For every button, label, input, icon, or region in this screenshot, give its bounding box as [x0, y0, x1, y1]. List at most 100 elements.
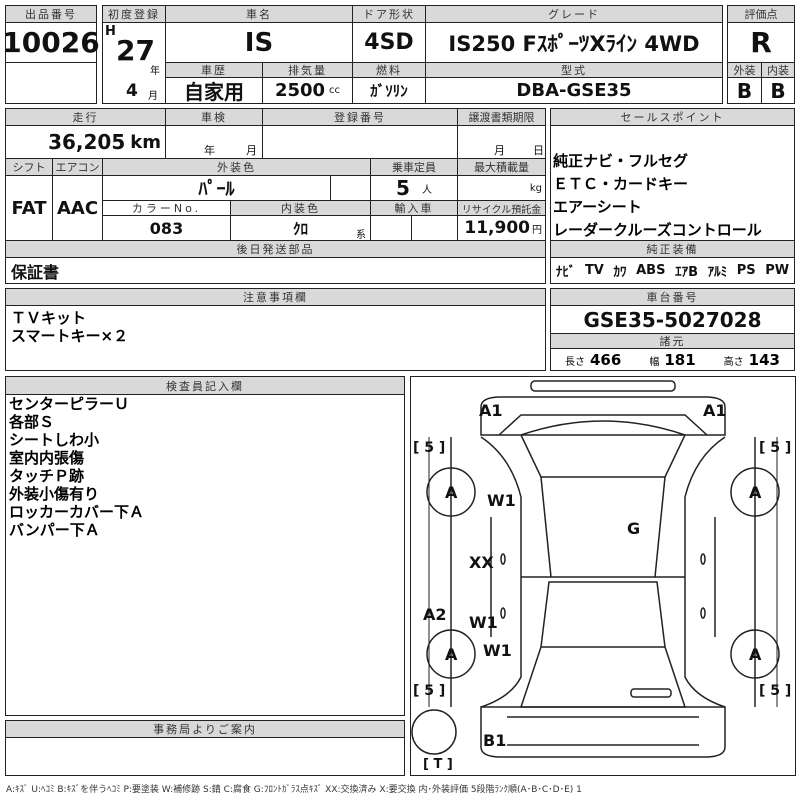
interior-cell: ｸﾛ系: [230, 215, 371, 241]
len-label: 長さ: [565, 356, 585, 368]
ins-month: 月: [246, 144, 257, 157]
ac-label: エアコン: [52, 158, 103, 176]
sales-point: レーダークルーズコントロール: [553, 221, 762, 239]
mark-a2: A2: [423, 605, 447, 624]
grade: IS250 FｽﾎﾟｰﾂXﾗｲﾝ 4WD: [425, 22, 723, 63]
equip-item: PW: [765, 263, 790, 278]
mark-xx: XX: [469, 553, 494, 572]
fuel-label: 燃料: [352, 62, 426, 78]
length: 466: [590, 350, 622, 369]
import-cell-1: [370, 215, 412, 241]
hgt-label: 高さ: [723, 356, 744, 368]
disp-label: 排気量: [262, 62, 353, 78]
door-type: 4SD: [352, 22, 426, 63]
wid-label: 幅: [649, 356, 660, 368]
reg-year: 27: [116, 34, 155, 67]
month-unit: 月: [148, 91, 158, 102]
equip-item: ｴｱB: [675, 265, 699, 280]
color-no: 083: [102, 215, 231, 241]
color-blank: [330, 175, 371, 201]
mileage-unit: km: [130, 131, 161, 153]
lot-number: 10026: [2, 22, 100, 63]
mark-a1-right: A1: [703, 401, 727, 420]
sales-point: ＥＴＣ・カードキー: [553, 175, 689, 193]
ext-label: 外装: [727, 62, 762, 78]
first-reg-label: 初度登録: [102, 5, 166, 23]
interior-label: 内装色: [230, 200, 371, 216]
equipment-label: 純正装備: [550, 240, 795, 258]
tr-day: 日: [533, 144, 544, 157]
transfer-label: 譲渡書類期限: [457, 108, 546, 126]
mileage-label: 走行: [5, 108, 166, 126]
mark-5-front-left: [ 5 ]: [413, 440, 446, 456]
year-unit: 年: [150, 66, 160, 77]
later-parts-label: 後日発送部品: [5, 240, 546, 258]
shift: FAT: [5, 175, 53, 241]
reg-number: [262, 125, 458, 159]
transfer-cell: 月日: [457, 125, 546, 159]
color-label: 外装色: [102, 158, 371, 176]
notes: ＴＶキット スマートキー×２: [5, 305, 546, 371]
mark-a-rear-right-wheel: A: [749, 645, 762, 664]
load-cell: kg: [457, 175, 546, 201]
mark-w1-rear: W1: [483, 641, 512, 660]
era: H: [105, 24, 116, 39]
inspector-item: 室内内張傷: [9, 449, 85, 467]
displacement: 2500: [274, 80, 326, 101]
exterior-color: ﾊﾟｰﾙ: [102, 175, 331, 201]
history: 自家用: [165, 77, 263, 104]
mark-5-rear-left: [ 5 ]: [413, 683, 446, 699]
inspector-item: タッチＰ跡: [9, 467, 85, 485]
mark-a-front-left-wheel: A: [445, 483, 458, 502]
mark-a1-left: A1: [479, 401, 503, 420]
color-no-label: カラーNo.: [102, 200, 231, 216]
recycle-fee: 11,900: [464, 218, 530, 238]
mark-5-front-right: [ 5 ]: [759, 440, 792, 456]
chassis-label: 車台番号: [550, 288, 795, 306]
grade-label: グレード: [425, 5, 723, 23]
name-label: 車名: [165, 5, 353, 23]
tr-month: 月: [494, 144, 505, 157]
load-label: 最大積載量: [457, 158, 546, 176]
door-label: ドア形状: [352, 5, 426, 23]
note-item: スマートキー×２: [11, 327, 129, 345]
inspector-item: 外装小傷有り: [9, 485, 100, 503]
reg-label: 登録番号: [262, 108, 458, 126]
recycle-unit: 円: [532, 224, 542, 236]
seats: 5: [396, 176, 410, 200]
fuel: ｶﾞｿﾘﾝ: [352, 77, 426, 104]
shift-label: シフト: [5, 158, 53, 176]
equip-item: ABS: [636, 263, 666, 278]
equip-item: ﾅﾋﾞ: [555, 265, 576, 280]
mark-a-front-right-wheel: A: [749, 483, 762, 502]
lot-label: 出品番号: [5, 5, 97, 23]
load-unit: kg: [529, 182, 542, 194]
sales-points: 純正ナビ・フルセグ ＥＴＣ・カードキー エアーシート レーダークルーズコントロー…: [550, 125, 795, 241]
inspector-item: シートしわ小: [9, 431, 100, 449]
seats-unit: 人: [421, 184, 432, 196]
mark-g-glass: G: [627, 519, 641, 538]
inspector-item: 各部Ｓ: [9, 413, 55, 431]
int-label: 内装: [761, 62, 795, 78]
note-item: ＴＶキット: [11, 309, 87, 327]
chassis-number: GSE35-5027028: [550, 305, 795, 334]
equip-item: ｶﾜ: [613, 265, 627, 280]
ext-grade: B: [727, 77, 762, 104]
score: R: [727, 22, 795, 63]
int-grade: B: [761, 77, 795, 104]
spec-label: 諸元: [550, 333, 795, 349]
car-outline: [411, 380, 780, 758]
mark-w1-door: W1: [469, 613, 498, 632]
disp-unit: cc: [329, 85, 341, 96]
score-label: 評価点: [727, 5, 795, 23]
sales-point: 純正ナビ・フルセグ: [553, 152, 689, 170]
interior-unit: 系: [356, 230, 366, 241]
car-name: IS: [165, 22, 353, 63]
later-parts: 保証書: [5, 257, 546, 284]
width: 181: [664, 350, 696, 369]
